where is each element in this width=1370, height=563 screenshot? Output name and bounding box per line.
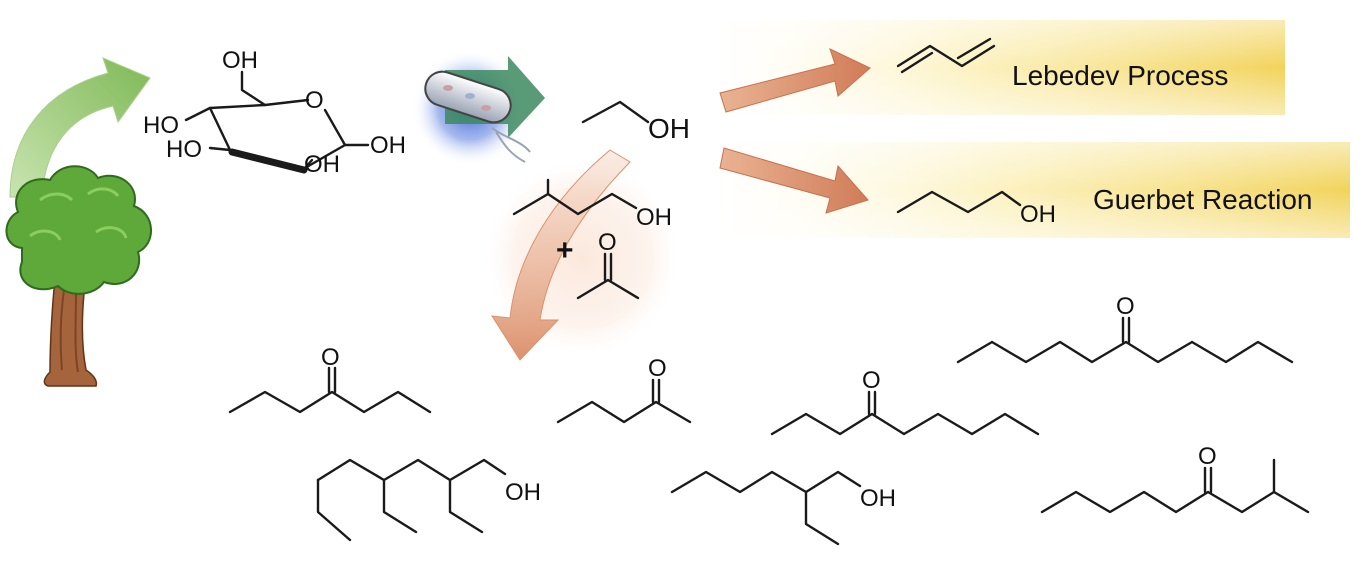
glucose-molecule: OH O OH HO HO OH OH (143, 47, 406, 178)
lebedev-band (715, 20, 1285, 115)
ketone-heptanone: O (228, 344, 432, 414)
methyldecanone-o: O (1198, 443, 1217, 470)
butanol-molecule: OH (896, 190, 1056, 228)
glucose-ho-lower-label: HO (166, 136, 202, 163)
abe-butanol-oh: OH (636, 204, 672, 231)
pentanone-o: O (648, 355, 667, 382)
glucose-ring-o: O (305, 87, 324, 114)
alcohol-branched-c12: OH (316, 458, 541, 542)
heptanone-o: O (321, 344, 340, 371)
lebedev-process-label: Lebedev Process (1012, 60, 1229, 91)
c12-alcohol-oh: OH (505, 479, 541, 506)
glucose-ho-label: HO (143, 112, 179, 139)
plus-sign: + (556, 234, 574, 267)
arrow-to-lebedev (719, 48, 871, 113)
decanone-o: O (862, 367, 881, 394)
glucose-oh-top: OH (222, 47, 258, 74)
guerbet-reaction-label: Guerbet Reaction (1093, 184, 1313, 215)
ketone-decanone: O (770, 367, 1040, 436)
acetone-molecule: O (576, 229, 640, 300)
ketone-undecanone: O (956, 293, 1294, 364)
bacterium-icon (412, 50, 545, 166)
alcohol-ethylhexanol: OH (670, 470, 896, 546)
glucose-oh-bottom: OH (304, 151, 340, 178)
undecanone-o: O (1116, 293, 1135, 320)
arrow-to-guerbet (719, 147, 869, 214)
abe-curved-arrow (491, 149, 631, 361)
ethanol-molecule: OH (581, 100, 690, 144)
green-curved-arrow (9, 57, 151, 198)
acetone-o: O (598, 229, 617, 256)
ethylhexanol-oh: OH (860, 485, 896, 512)
glucose-oh-right: OH (370, 132, 406, 159)
tree-icon (5, 165, 152, 387)
ketone-pentanone: O (556, 355, 692, 424)
butadiene-molecule (896, 37, 996, 74)
abe-butanol-molecule: OH (512, 178, 672, 231)
butanol-oh: OH (1020, 201, 1056, 228)
ketone-methyldecanone: O (1040, 443, 1310, 514)
ethanol-oh: OH (648, 113, 690, 144)
